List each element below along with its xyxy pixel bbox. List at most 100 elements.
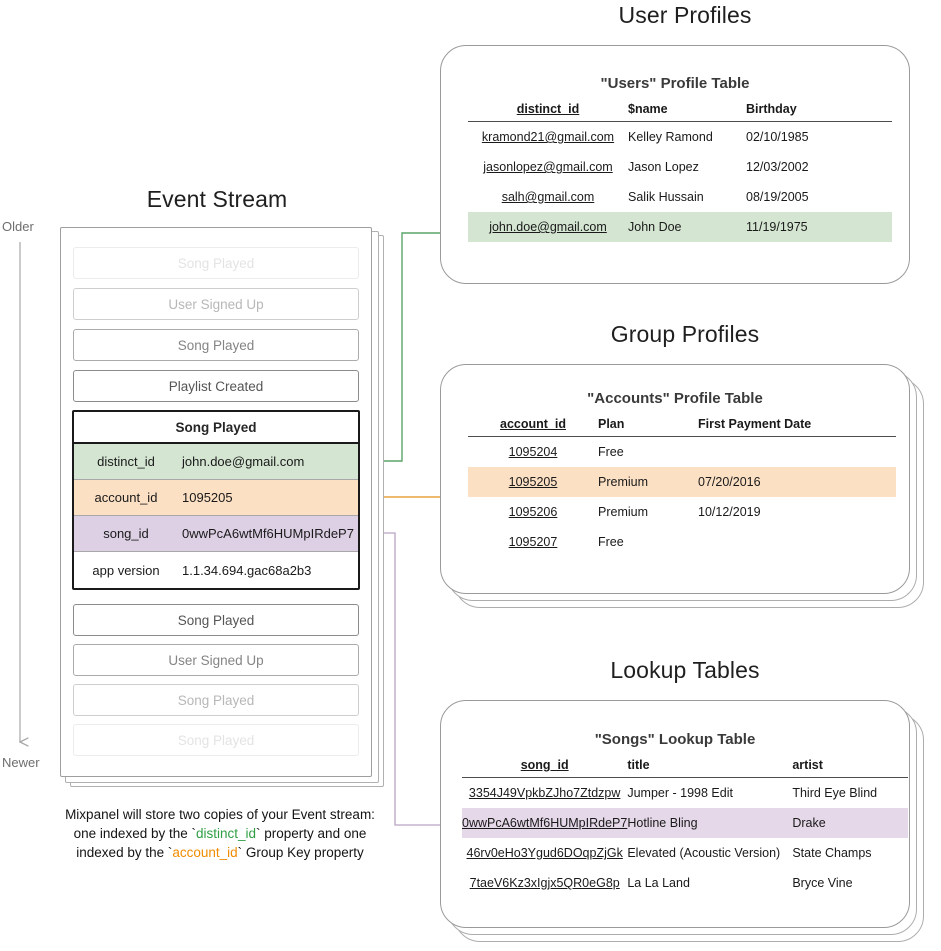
caption-line-2b: ` property and one bbox=[256, 826, 367, 842]
property-key: song_id bbox=[103, 526, 149, 541]
cell-title: La La Land bbox=[627, 876, 690, 890]
event-stream-caption: Mixpanel will store two copies of your E… bbox=[30, 805, 410, 862]
cell-title: Elevated (Acoustic Version) bbox=[627, 846, 781, 860]
cell-name: Jason Lopez bbox=[628, 160, 699, 174]
caption-line-3b: ` Group Key property bbox=[237, 845, 364, 861]
users-panel-card bbox=[440, 45, 910, 284]
table-row[interactable]: 46rv0eHo3Ygud6DOqpZjGk Elevated (Acousti… bbox=[462, 838, 908, 868]
axis-label-newer: Newer bbox=[2, 755, 40, 770]
cell-artist: Third Eye Blind bbox=[792, 786, 878, 800]
event-item[interactable]: Playlist Created bbox=[73, 370, 359, 402]
property-value: 1.1.34.694.gac68a2b3 bbox=[182, 562, 312, 578]
cell-title: Hotline Bling bbox=[627, 808, 793, 838]
event-property-app-version: app version 1.1.34.694.gac68a2b3 bbox=[74, 552, 358, 588]
cell-account-id: 1095206 bbox=[508, 505, 558, 519]
table-row-highlighted[interactable]: john.doe@gmail.com John Doe 11/19/1975 bbox=[468, 212, 892, 242]
event-property-distinct-id: distinct_id john.doe@gmail.com bbox=[74, 444, 358, 480]
accounts-table-title: "Accounts" Profile Table bbox=[587, 390, 763, 407]
cell-account-id: 1095204 bbox=[508, 445, 558, 459]
column-header-account-id: account_id bbox=[468, 417, 598, 437]
cell-distinct-id: john.doe@gmail.com bbox=[468, 212, 628, 242]
cell-song-id: 7taeV6Kz3xIgjx5QR0eG8p bbox=[469, 876, 620, 890]
user-profiles-title: User Profiles bbox=[618, 2, 752, 28]
cell-distinct-id: salh@gmail.com bbox=[501, 190, 595, 204]
table-header-row: distinct_id $name Birthday bbox=[468, 102, 892, 122]
cell-first-payment-date: 10/12/2019 bbox=[698, 505, 761, 519]
cell-first-payment-date bbox=[698, 527, 896, 557]
column-header-distinct-id: distinct_id bbox=[468, 102, 628, 122]
cell-distinct-id: kramond21@gmail.com bbox=[481, 130, 615, 144]
cell-plan: Free bbox=[598, 445, 624, 459]
focused-event-name: Song Played bbox=[74, 412, 358, 444]
cell-plan: Premium bbox=[598, 467, 698, 497]
accounts-table: account_id Plan First Payment Date 10952… bbox=[468, 417, 896, 557]
cell-distinct-id: jasonlopez@gmail.com bbox=[483, 160, 613, 174]
table-row[interactable]: 3354J49VpkbZJho7Ztdzpw Jumper - 1998 Edi… bbox=[462, 778, 908, 809]
table-row[interactable]: 1095204 Free bbox=[468, 437, 896, 468]
cell-artist: Bryce Vine bbox=[792, 876, 853, 890]
column-header-song-id: song_id bbox=[462, 758, 628, 778]
cell-artist: Drake bbox=[792, 808, 908, 838]
cell-plan: Free bbox=[598, 535, 624, 549]
songs-panel: "Songs" Lookup Table song_id title artis… bbox=[440, 700, 930, 950]
cell-first-payment-date bbox=[698, 437, 896, 468]
table-row[interactable]: kramond21@gmail.com Kelley Ramond 02/10/… bbox=[468, 122, 892, 153]
table-row[interactable]: 7taeV6Kz3xIgjx5QR0eG8p La La Land Bryce … bbox=[462, 868, 908, 898]
focused-event-card[interactable]: Song Played distinct_id john.doe@gmail.c… bbox=[72, 410, 360, 590]
table-row-highlighted[interactable]: 1095205 Premium 07/20/2016 bbox=[468, 467, 896, 497]
users-table-title: "Users" Profile Table bbox=[600, 75, 750, 92]
column-header-artist: artist bbox=[792, 758, 908, 778]
cell-song-id: 46rv0eHo3Ygud6DOqpZjGk bbox=[466, 846, 623, 860]
songs-table: song_id title artist 3354J49VpkbZJho7Ztd… bbox=[462, 758, 908, 898]
cell-title: Jumper - 1998 Edit bbox=[627, 786, 733, 800]
property-value: john.doe@gmail.com bbox=[182, 454, 305, 469]
users-table: distinct_id $name Birthday kramond21@gma… bbox=[468, 102, 892, 242]
property-value: 1095205 bbox=[182, 490, 233, 505]
caption-token-account-id: account_id bbox=[172, 845, 238, 861]
cell-birthday: 11/19/1975 bbox=[746, 212, 892, 242]
table-row[interactable]: 1095207 Free bbox=[468, 527, 896, 557]
lookup-tables-title: Lookup Tables bbox=[610, 657, 760, 683]
table-row[interactable]: 1095206 Premium 10/12/2019 bbox=[468, 497, 896, 527]
table-header-row: song_id title artist bbox=[462, 758, 908, 778]
cell-name: John Doe bbox=[628, 212, 746, 242]
cell-birthday: 12/03/2002 bbox=[746, 160, 809, 174]
cell-song-id: 3354J49VpkbZJho7Ztdzpw bbox=[468, 786, 621, 800]
event-property-account-id: account_id 1095205 bbox=[74, 480, 358, 516]
event-item[interactable]: Song Played bbox=[73, 724, 359, 756]
table-row[interactable]: salh@gmail.com Salik Hussain 08/19/2005 bbox=[468, 182, 892, 212]
cell-plan: Premium bbox=[598, 505, 649, 519]
event-item[interactable]: Song Played bbox=[73, 247, 359, 279]
property-value: 0wwPcA6wtMf6HUMpIRdeP7 bbox=[182, 526, 354, 541]
column-header-first-payment-date: First Payment Date bbox=[698, 417, 896, 437]
column-header-title: title bbox=[627, 758, 793, 778]
event-stream-title: Event Stream bbox=[146, 186, 288, 212]
cell-song-id: 0wwPcA6wtMf6HUMpIRdeP7 bbox=[462, 808, 628, 838]
table-row[interactable]: jasonlopez@gmail.com Jason Lopez 12/03/2… bbox=[468, 152, 892, 182]
cell-birthday: 02/10/1985 bbox=[746, 130, 809, 144]
event-item[interactable]: User Signed Up bbox=[73, 288, 359, 320]
event-item[interactable]: Song Played bbox=[73, 604, 359, 636]
axis-label-older: Older bbox=[2, 219, 34, 234]
cell-name: Salik Hussain bbox=[628, 190, 704, 204]
table-header-row: account_id Plan First Payment Date bbox=[468, 417, 896, 437]
caption-line-3a: indexed by the ` bbox=[76, 845, 173, 861]
cell-account-id: 1095207 bbox=[508, 535, 558, 549]
accounts-panel: "Accounts" Profile Table account_id Plan… bbox=[440, 364, 930, 617]
caption-line-1: Mixpanel will store two copies of your E… bbox=[65, 807, 375, 822]
property-key: distinct_id bbox=[97, 454, 155, 469]
column-header-birthday: Birthday bbox=[746, 102, 892, 122]
cell-artist: State Champs bbox=[792, 846, 872, 860]
caption-line-2a: one indexed by the ` bbox=[73, 826, 196, 842]
users-panel: "Users" Profile Table distinct_id $name … bbox=[440, 45, 926, 288]
event-item[interactable]: User Signed Up bbox=[73, 644, 359, 676]
table-row-highlighted[interactable]: 0wwPcA6wtMf6HUMpIRdeP7 Hotline Bling Dra… bbox=[462, 808, 908, 838]
cell-first-payment-date: 07/20/2016 bbox=[698, 467, 896, 497]
event-item[interactable]: Song Played bbox=[73, 684, 359, 716]
column-header-name: $name bbox=[628, 102, 746, 122]
event-item[interactable]: Song Played bbox=[73, 329, 359, 361]
property-key: account_id bbox=[94, 490, 158, 505]
event-property-song-id: song_id 0wwPcA6wtMf6HUMpIRdeP7 bbox=[74, 516, 358, 552]
cell-name: Kelley Ramond bbox=[628, 130, 713, 144]
